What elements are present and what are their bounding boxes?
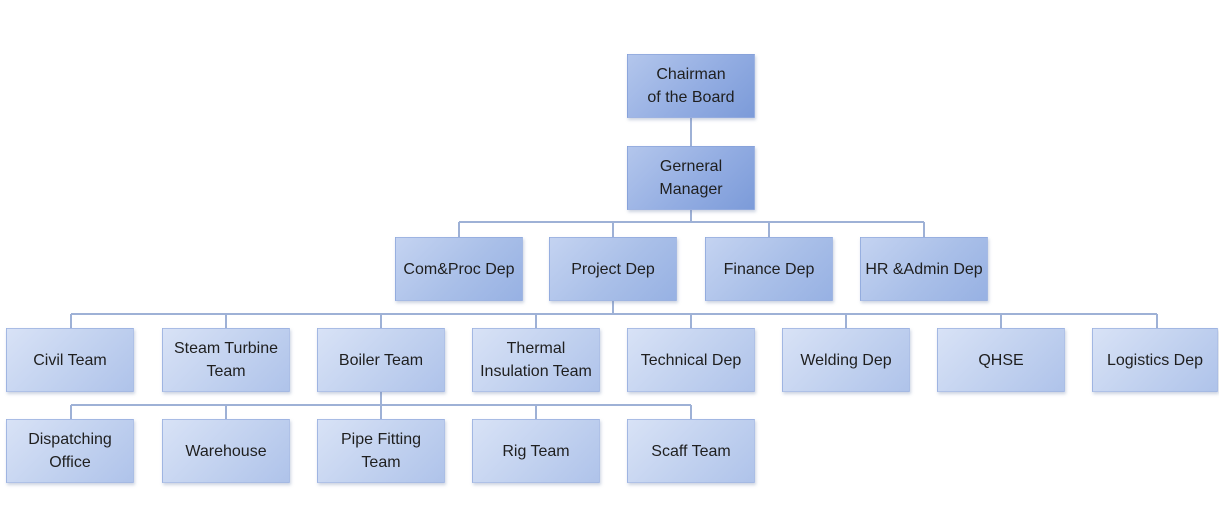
node-hr-admin-dep-label: HR &Admin Dep [865, 260, 983, 278]
node-thermal-insulation-team-label: Thermal Insulation Team [480, 340, 592, 380]
node-qhse: QHSE [937, 328, 1065, 392]
node-steam-turbine-team: Steam Turbine Team [162, 328, 290, 392]
node-com-proc-dep-label: Com&Proc Dep [403, 260, 515, 278]
node-logistics-dep: Logistics Dep [1092, 328, 1218, 392]
node-boiler-team: Boiler Team [317, 328, 445, 392]
node-steam-turbine-team-label: Steam Turbine Team [173, 340, 279, 380]
node-warehouse: Warehouse [162, 419, 290, 483]
node-dispatching-office: Dispatching Office [6, 419, 134, 483]
node-com-proc-dep: Com&Proc Dep [395, 237, 523, 301]
node-civil-team-label: Civil Team [33, 351, 107, 369]
node-scaff-team: Scaff Team [627, 419, 755, 483]
node-boiler-team-label: Boiler Team [338, 351, 424, 369]
node-technical-dep-label: Technical Dep [640, 351, 742, 369]
node-thermal-insulation-team: Thermal Insulation Team [472, 328, 600, 392]
node-general-manager: Gerneral Manager [627, 146, 755, 210]
node-pipe-fitting-team: Pipe Fitting Team [317, 419, 445, 483]
node-finance-dep: Finance Dep [705, 237, 833, 301]
node-welding-dep: Welding Dep [782, 328, 910, 392]
node-civil-team: Civil Team [6, 328, 134, 392]
node-rig-team: Rig Team [472, 419, 600, 483]
node-technical-dep: Technical Dep [627, 328, 755, 392]
node-qhse-label: QHSE [978, 351, 1024, 369]
node-project-dep: Project Dep [549, 237, 677, 301]
node-finance-dep-label: Finance Dep [723, 260, 815, 278]
node-dispatching-office-label: Dispatching Office [28, 431, 112, 471]
node-general-manager-label: Gerneral Manager [659, 158, 723, 198]
node-warehouse-label: Warehouse [185, 442, 267, 460]
node-welding-dep-label: Welding Dep [800, 351, 892, 369]
node-hr-admin-dep: HR &Admin Dep [860, 237, 988, 301]
node-scaff-team-label: Scaff Team [651, 442, 731, 460]
node-chairman-label: Chairman of the Board [647, 66, 735, 106]
node-logistics-dep-label: Logistics Dep [1106, 351, 1204, 369]
node-rig-team-label: Rig Team [502, 442, 570, 460]
node-chairman: Chairman of the Board [627, 54, 755, 118]
node-project-dep-label: Project Dep [571, 260, 655, 278]
node-pipe-fitting-team-label: Pipe Fitting Team [340, 431, 422, 471]
